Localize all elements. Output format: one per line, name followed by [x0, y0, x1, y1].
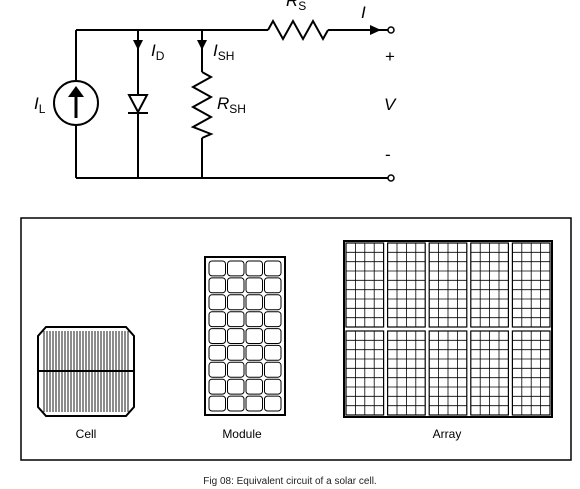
equivalent-circuit — [53, 18, 395, 182]
shunt-current-arrow — [197, 40, 207, 50]
array-label: Array — [433, 427, 462, 441]
panel-frame — [20, 217, 572, 461]
shunt-resistor-label: RSH — [217, 94, 246, 116]
shunt-resistor — [190, 71, 214, 139]
solar-array-illustration — [343, 240, 553, 418]
output-current-label: I — [361, 3, 366, 22]
diode-current-label: ID — [151, 41, 165, 63]
module-label: Module — [222, 427, 262, 441]
output-current-arrow — [370, 25, 381, 35]
current-source-arrow-icon — [68, 86, 84, 97]
shunt-current-label: ISH — [213, 41, 234, 63]
minus-sign: - — [385, 145, 391, 164]
plus-sign: + — [385, 47, 395, 66]
figure-caption: Fig 08: Equivalent circuit of a solar ce… — [203, 476, 376, 487]
diode-symbol — [127, 94, 149, 115]
negative-terminal — [387, 174, 395, 182]
cell-label: Cell — [76, 427, 97, 441]
positive-terminal — [387, 26, 395, 34]
series-resistor-label: RS — [286, 0, 306, 13]
voltage-label: V — [384, 95, 397, 114]
current-source-label: IL — [34, 94, 46, 116]
solar-cell-illustration — [37, 326, 135, 417]
diode-current-arrow — [133, 40, 143, 50]
solar-module-illustration — [204, 256, 286, 416]
series-resistor — [267, 18, 329, 42]
current-source — [53, 80, 99, 126]
